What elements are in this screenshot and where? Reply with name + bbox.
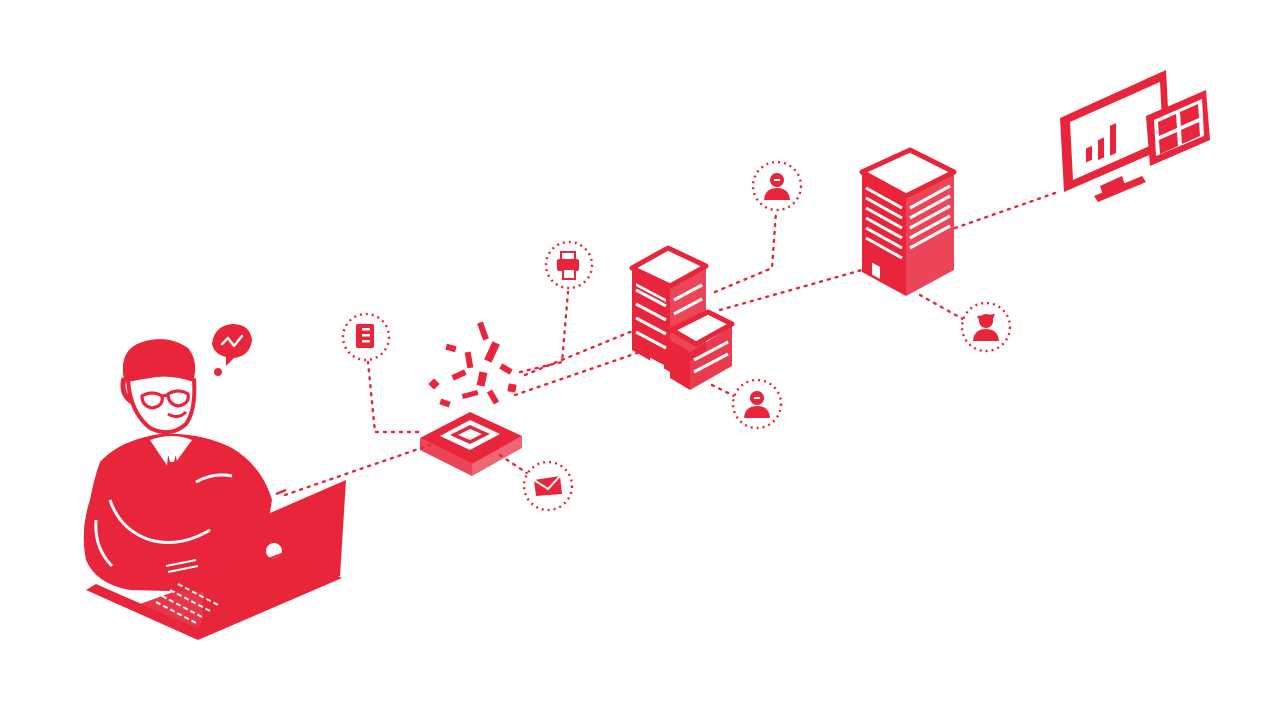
connector-server-to-dashboard [953, 190, 1060, 230]
printer-satellite [544, 240, 594, 290]
thought-bubble-icon [212, 324, 252, 376]
connector-code-to-building-upper [523, 328, 637, 377]
person-icon [973, 314, 999, 341]
connector-building-to-server [718, 268, 864, 312]
person-at-laptop-icon [83, 324, 346, 640]
satellite-icons [341, 160, 1012, 512]
connector-server-to-person [918, 293, 970, 324]
connector-code-to-building [513, 350, 642, 397]
connector-building-to-person-lower [710, 383, 744, 402]
code-chip-icon [420, 412, 522, 476]
document-satellite [341, 312, 391, 362]
connector-developer-to-code [283, 443, 432, 497]
envelope-satellite [522, 460, 574, 512]
server-tower-node [859, 147, 957, 296]
stacked-building-icon [629, 245, 735, 390]
floating-code-glyphs [428, 321, 517, 408]
document-icon [356, 324, 374, 348]
person-icon [744, 391, 770, 418]
person-satellite-top [751, 160, 803, 212]
server-tower-icon [859, 147, 957, 296]
connector-code-to-printer [518, 290, 570, 374]
connector-building-upper-to-person [713, 210, 778, 294]
developer-node [83, 324, 346, 640]
person-icon [764, 173, 790, 200]
envelope-icon [533, 475, 562, 496]
code-chip-node [420, 321, 522, 476]
person-satellite-right [960, 301, 1012, 353]
laptop-icon [140, 480, 346, 636]
connector-code-to-document [366, 360, 420, 434]
processing-building-node [629, 245, 735, 390]
person-satellite-mid [731, 378, 783, 430]
dashboard-node [1060, 70, 1210, 202]
printer-icon [557, 251, 579, 280]
monitor-dashboard-icon [1060, 70, 1210, 202]
bar-chart-icon [1086, 123, 1116, 163]
